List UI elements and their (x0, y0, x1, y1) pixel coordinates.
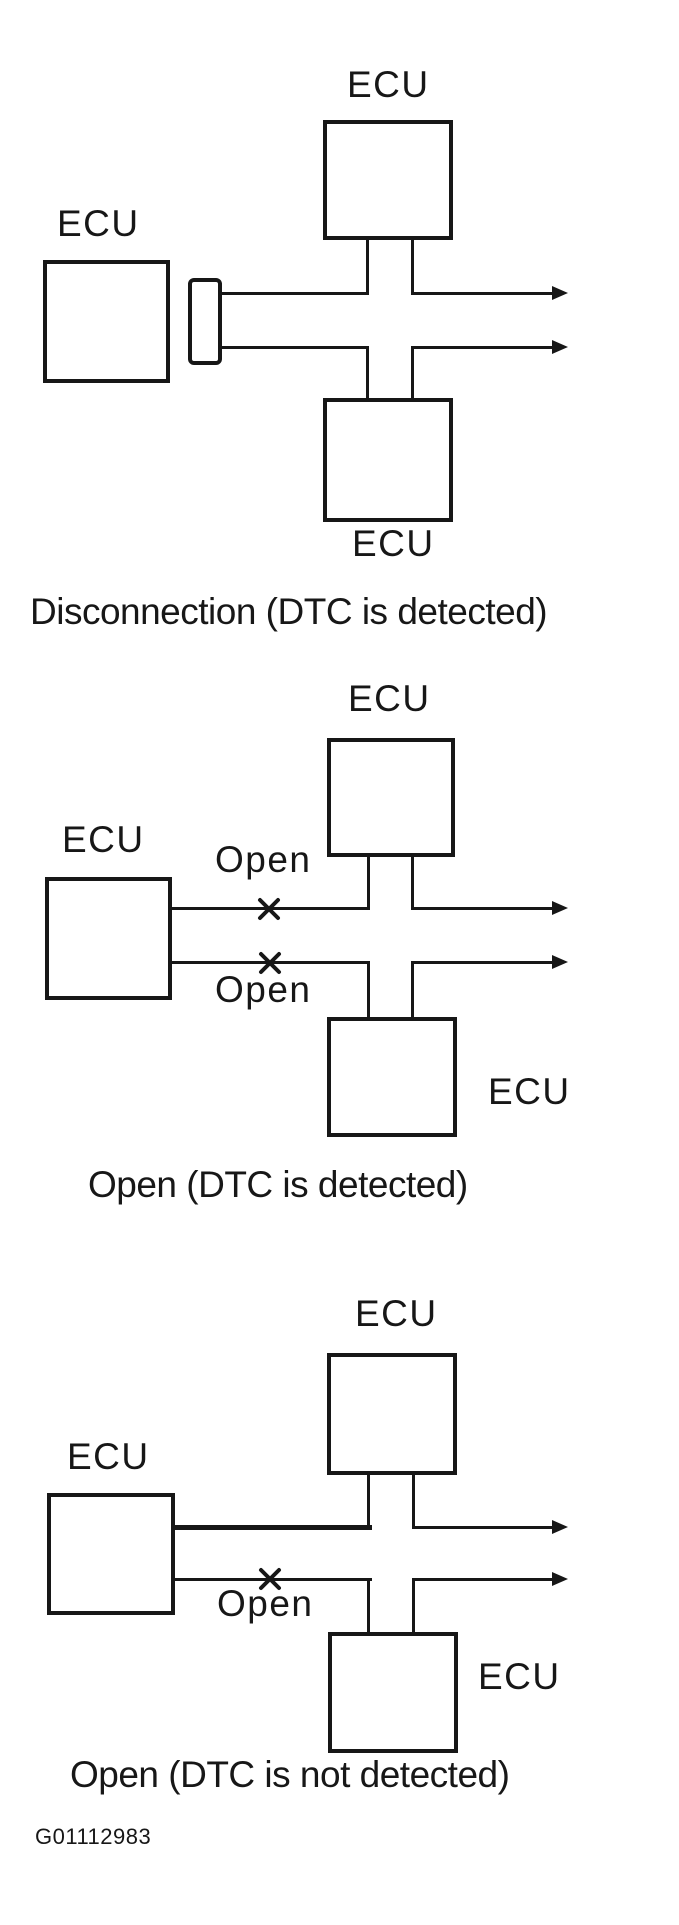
arrow-right-icon (552, 955, 568, 969)
branch-wire-top-right (411, 855, 414, 909)
open-break-icon (257, 897, 281, 921)
ecu-box-bottom (323, 398, 453, 522)
figure-id: G01112983 (35, 1824, 152, 1849)
bus-line-high-right (412, 1526, 552, 1529)
disconnected-connector (188, 278, 222, 365)
ecu-box-left (45, 877, 172, 1000)
ecu-label-left: ECU (57, 203, 140, 244)
ecu-label-top: ECU (348, 678, 431, 719)
diagram-caption: Disconnection (DTC is detected) (30, 591, 548, 632)
diagram-caption: Open (DTC is detected) (88, 1164, 468, 1205)
ecu-label-top: ECU (355, 1293, 438, 1334)
ecu-box-top (327, 1353, 457, 1475)
bus-line-high-right (411, 292, 552, 295)
ecu-label-top: ECU (347, 64, 430, 105)
ecu-box-top (327, 738, 455, 857)
bus-line-low-right (411, 346, 552, 349)
ecu-label-right: ECU (488, 1071, 571, 1112)
open-label-low: Open (217, 1583, 314, 1624)
ecu-box-bottom (327, 1017, 457, 1137)
ecu-box-top (323, 120, 453, 240)
ecu-label-left: ECU (67, 1436, 150, 1477)
branch-wire-top-left (367, 1475, 370, 1529)
branch-wire-top-left (366, 240, 369, 294)
ecu-label-left: ECU (62, 819, 145, 860)
branch-wire-top-left (367, 855, 370, 909)
bus-line-low-right (412, 1578, 552, 1581)
arrow-right-icon (552, 1572, 568, 1586)
branch-wire-bottom-left (366, 346, 369, 400)
bus-line-low-right (411, 961, 552, 964)
arrow-right-icon (552, 1520, 568, 1534)
ecu-label-right: ECU (478, 1656, 561, 1697)
open-break-icon (258, 951, 282, 975)
open-label-low: Open (215, 969, 312, 1010)
branch-wire-bottom-right (412, 1578, 415, 1634)
ecu-box-left (47, 1493, 175, 1615)
open-label-high: Open (215, 839, 312, 880)
bus-line-high-left (175, 1525, 372, 1530)
branch-wire-bottom-left (367, 961, 370, 1019)
branch-wire-top-right (412, 1475, 415, 1529)
arrow-right-icon (552, 901, 568, 915)
branch-wire-bottom-right (411, 346, 414, 400)
arrow-right-icon (552, 340, 568, 354)
bus-line-high-left (222, 292, 369, 295)
branch-wire-bottom-right (411, 961, 414, 1019)
bus-line-low-left (222, 346, 369, 349)
branch-wire-top-right (411, 240, 414, 294)
bus-line-high-right (411, 907, 552, 910)
diagram-caption: Open (DTC is not detected) (70, 1754, 510, 1795)
ecu-label-bottom: ECU (352, 523, 435, 564)
ecu-box-left (43, 260, 170, 383)
arrow-right-icon (552, 286, 568, 300)
ecu-box-bottom (328, 1632, 458, 1753)
branch-wire-bottom-left (367, 1578, 370, 1634)
open-break-icon (258, 1567, 282, 1591)
bus-line-low-left (175, 1578, 372, 1581)
